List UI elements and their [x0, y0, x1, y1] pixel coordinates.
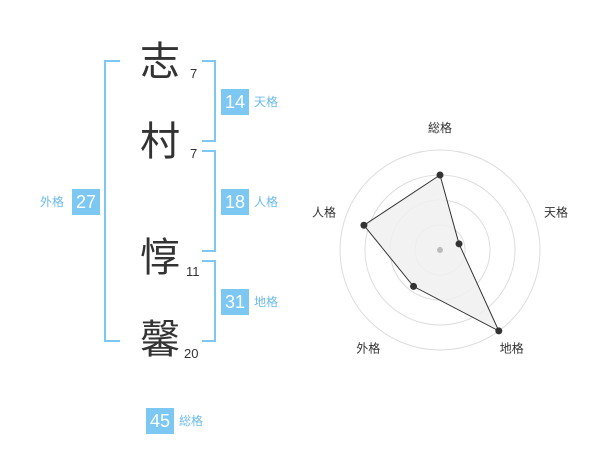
radar-point-5 — [360, 221, 368, 229]
radar-area — [363, 174, 500, 333]
jinkaku-label: 人格 — [254, 195, 279, 209]
name-char-1: 志 — [140, 39, 180, 85]
jinkaku-value: 18 — [221, 189, 249, 215]
radar-axis-label: 総格 — [428, 120, 452, 135]
radar-axis-label: 人格 — [312, 204, 336, 219]
radar-point-4 — [410, 282, 418, 290]
gaikaku-bracket — [104, 60, 120, 342]
radar-axis-label: 地格 — [500, 341, 524, 356]
tenkaku-label: 天格 — [254, 95, 279, 109]
radar-grid-ring — [339, 149, 541, 351]
gaikaku-value: 27 — [72, 189, 100, 215]
gaikaku-label: 外格 — [40, 195, 65, 209]
name-char-2: 村 — [140, 119, 180, 165]
radar-point-2 — [455, 240, 463, 248]
tenkaku-value: 14 — [221, 89, 249, 115]
stroke-count-1: 7 — [190, 66, 198, 81]
radar-center-dot — [437, 247, 443, 253]
radar-axis-label: 外格 — [356, 341, 380, 356]
chikaku-value: 31 — [221, 289, 249, 315]
stroke-count-3: 11 — [186, 264, 200, 279]
radar-point-1 — [436, 171, 444, 179]
radar-point-3 — [495, 327, 503, 335]
soukaku-value: 45 — [146, 408, 174, 434]
radar-axis-label: 天格 — [544, 204, 568, 219]
jinkaku-bracket — [202, 150, 216, 252]
soukaku-label: 総格 — [179, 414, 204, 428]
chikaku-bracket — [202, 260, 216, 342]
tenkaku-bracket — [202, 60, 216, 142]
stroke-count-2: 7 — [190, 146, 198, 161]
stroke-count-4: 20 — [184, 346, 199, 361]
name-char-3: 惇 — [140, 235, 180, 281]
chikaku-label: 地格 — [254, 295, 279, 309]
name-char-4: 馨 — [140, 317, 180, 363]
